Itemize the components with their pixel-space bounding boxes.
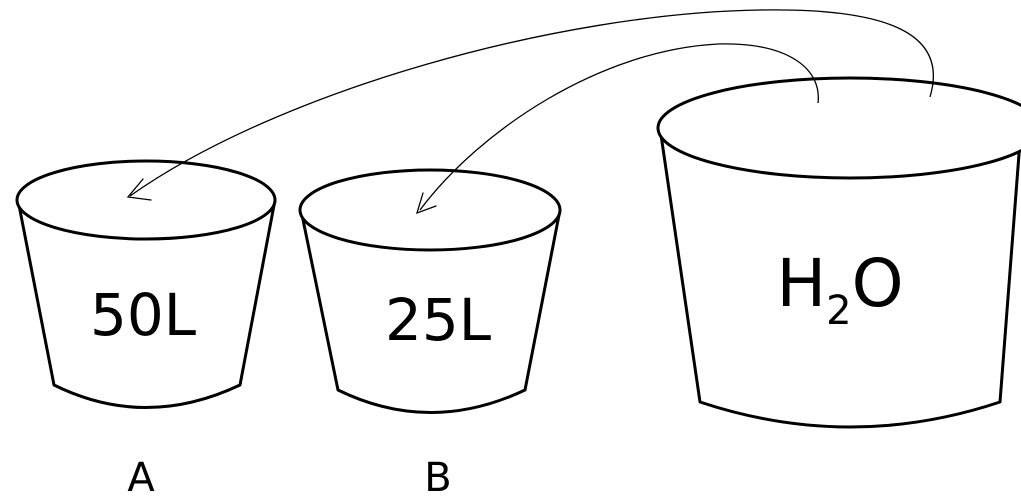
- water-bucket-rim: [656, 76, 1021, 180]
- bucket-b-volume: 25L: [385, 286, 491, 354]
- bucket-a: 50L: [15, 159, 277, 409]
- arrow-to-b-head: [416, 192, 437, 215]
- bucket-b-label: B: [424, 455, 451, 499]
- bucket-b-body: [299, 208, 562, 414]
- water-bucket: H2O: [656, 76, 1021, 429]
- water-bucket-body: [658, 126, 1021, 429]
- arrow-to-a-line: [129, 9, 935, 197]
- arrow-to-b-line: [419, 43, 819, 211]
- water-formula-o: O: [852, 245, 904, 322]
- bucket-b: 25L: [298, 168, 562, 414]
- arrow-to-a-head: [126, 178, 152, 201]
- bucket-a-label: A: [127, 455, 155, 499]
- arrow-to-a: [126, 9, 935, 201]
- bucket-a-body: [16, 198, 277, 409]
- arrow-to-b: [416, 43, 819, 215]
- water-formula-subscript: 2: [826, 288, 851, 334]
- bucket-b-rim: [298, 168, 562, 252]
- bucket-a-volume: 50L: [90, 281, 196, 349]
- water-formula-h: H: [776, 245, 826, 322]
- water-formula: H2O: [776, 245, 903, 334]
